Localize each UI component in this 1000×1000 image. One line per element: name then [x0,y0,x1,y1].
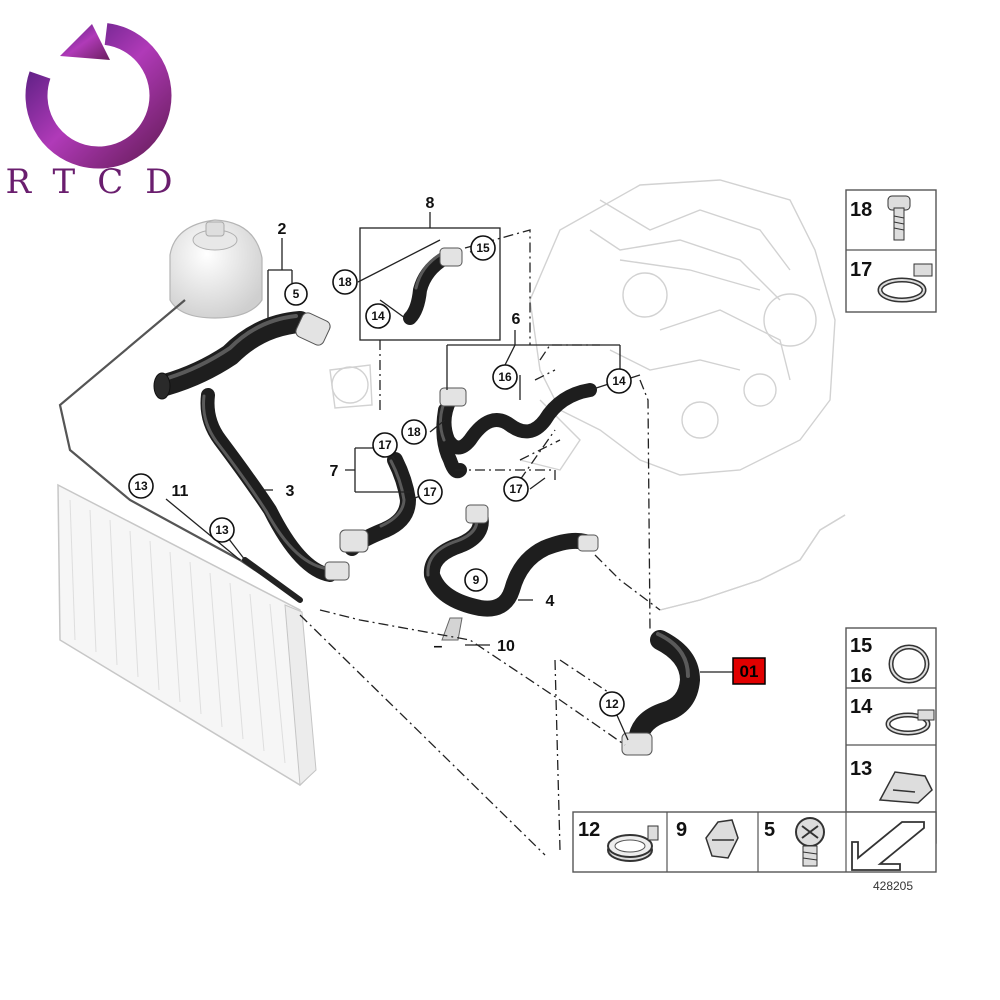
diagram-number: 428205 [873,879,913,893]
refresh-arrowhead-icon [60,24,110,60]
callout-10: 10 [497,638,515,655]
hoses [153,247,700,756]
svg-text:14: 14 [612,374,626,388]
circled-18a: 18 [332,269,358,295]
legend-15-label: 15 [850,635,872,657]
callout-numbers: 2 3 4 6 7 8 10 11 – [172,195,555,655]
callout-11: 11 [172,483,189,500]
circled-17b: 17 [417,479,443,505]
circled-14b: 14 [606,368,632,394]
circled-callouts: 5 9 12 13 13 14 14 15 16 17 17 17 18 18 [128,235,632,717]
circled-17c: 17 [503,476,529,502]
brand-logo: RTCD [6,23,195,202]
svg-text:14: 14 [371,309,385,323]
callout-leaders [165,212,735,741]
expansion-tank [169,219,263,319]
spring-clip-icon [878,771,933,804]
legend-12-label: 12 [578,819,600,841]
svg-text:16: 16 [498,370,512,384]
circled-18b: 18 [401,419,427,445]
highlight-part-label: 01 [732,657,766,685]
bleed-screw-icon [795,817,825,867]
spring-clamp-icon [877,263,933,303]
band-clamp-icon [607,825,659,862]
hose-clamp-icon [885,709,935,736]
svg-text:15: 15 [476,241,490,255]
legend-17-label: 17 [850,259,872,281]
svg-text:01: 01 [740,662,759,681]
callout-3: 3 [286,483,295,500]
svg-text:9: 9 [473,573,480,587]
direction-arrow-icon [851,821,925,871]
circled-16: 16 [492,364,518,390]
logo-text: RTCD [6,162,195,202]
callout-6: 6 [512,311,521,328]
svg-text:13: 13 [134,479,148,493]
callout-8: 8 [426,195,435,212]
svg-text:–: – [434,638,443,655]
engine-block-ghost [329,179,846,611]
svg-text:17: 17 [509,482,523,496]
radiator [57,483,317,787]
svg-text:17: 17 [378,438,392,452]
legend-bottom: 12 9 5 [572,811,937,873]
legend-13-label: 13 [850,758,872,780]
bolt-icon [887,195,911,241]
o-ring-icon [888,644,930,684]
callout-7: 7 [330,463,339,480]
svg-text:18: 18 [338,275,352,289]
circled-14a: 14 [365,303,391,329]
circled-13a: 13 [128,473,154,499]
svg-text:17: 17 [423,485,437,499]
legend-18-label: 18 [850,199,872,221]
svg-text:13: 13 [215,523,229,537]
svg-text:5: 5 [293,287,300,301]
circled-5: 5 [284,282,308,306]
callout-4: 4 [546,593,555,610]
holder-clip-icon [705,819,739,859]
callout-2: 2 [278,221,287,238]
svg-text:18: 18 [407,425,421,439]
legend-16-label: 16 [850,665,872,687]
legend-right: 18 17 15 16 14 13 [845,189,937,844]
circled-17a: 17 [372,432,398,458]
legend-9-label: 9 [676,819,687,841]
circled-12: 12 [599,691,625,717]
circled-9: 9 [464,568,488,592]
svg-text:12: 12 [605,697,619,711]
refresh-arc-icon [25,23,172,169]
legend-14-label: 14 [850,696,873,718]
legend-5-label: 5 [764,819,775,841]
circled-13b: 13 [209,517,235,543]
circled-15: 15 [470,235,496,261]
